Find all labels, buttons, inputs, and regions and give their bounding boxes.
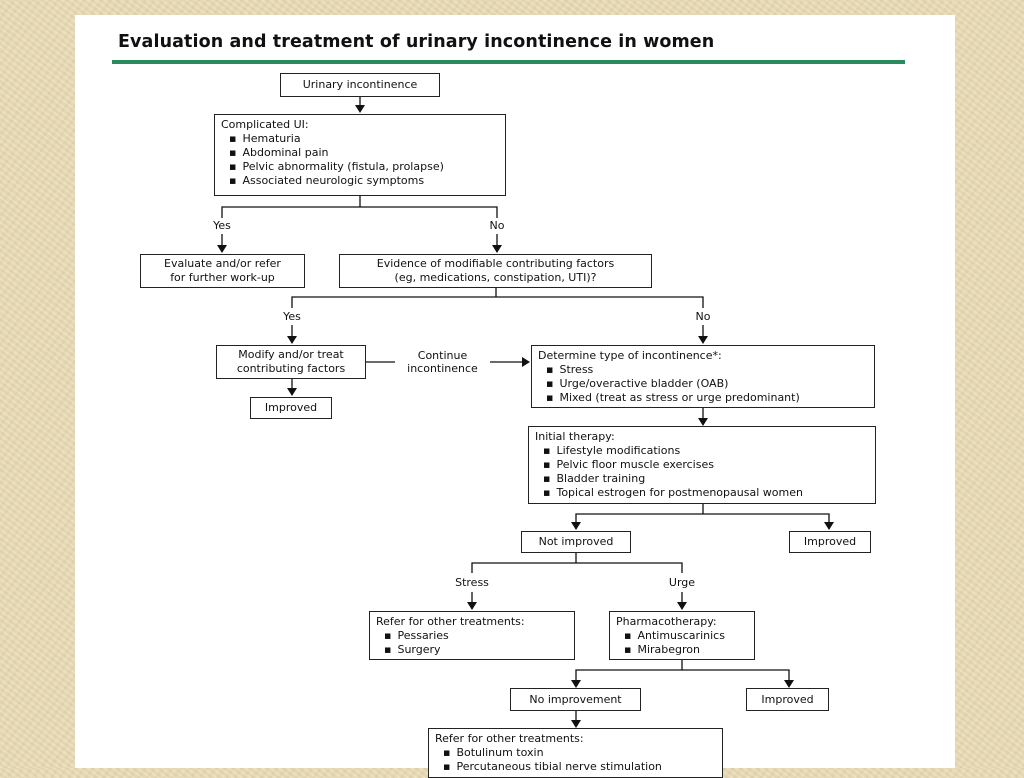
node-heading: Refer for other treatments: — [376, 615, 525, 628]
node-heading: Pharmacotherapy: — [616, 615, 717, 628]
node-text: Evidence of modifiable contributing fact… — [376, 257, 615, 270]
node-text: Improved — [761, 692, 814, 706]
list-item: Hematuria — [229, 132, 499, 146]
page-title: Evaluation and treatment of urinary inco… — [118, 32, 715, 52]
label-no: No — [489, 219, 505, 232]
node-text: (eg, medications, constipation, UTI)? — [394, 271, 597, 284]
connector-complicated — [221, 196, 498, 218]
list-item: Percutaneous tibial nerve stimulation — [443, 760, 716, 774]
node-no-improvement: No improvement — [510, 688, 641, 711]
connector-initial — [575, 504, 830, 529]
list-item: Mirabegron — [624, 643, 748, 657]
connector-notimproved — [471, 553, 683, 573]
node-text: Not improved — [538, 535, 614, 548]
label-text: incontinence — [407, 362, 478, 375]
label-yes: Yes — [283, 310, 301, 323]
node-improved: Improved — [746, 688, 829, 711]
label-urge: Urge — [668, 576, 696, 589]
node-not-improved: Not improved — [521, 531, 631, 553]
list-item: Surgery — [384, 643, 568, 657]
list-item: Mixed (treat as stress or urge predomina… — [546, 391, 868, 405]
node-urinary-incontinence: Urinary incontinence — [280, 73, 440, 97]
list-item: Lifestyle modifications — [543, 444, 869, 458]
label-stress: Stress — [455, 576, 489, 589]
node-text: Evaluate and/or refer — [164, 257, 281, 270]
list-item: Topical estrogen for postmenopausal wome… — [543, 486, 869, 500]
node-heading: Complicated UI: — [221, 118, 309, 131]
node-complicated-ui: Complicated UI: HematuriaAbdominal painP… — [214, 114, 506, 196]
node-improved: Improved — [789, 531, 871, 553]
node-refer-final: Refer for other treatments: Botulinum to… — [428, 728, 723, 778]
node-text: Modify and/or treat — [238, 348, 344, 361]
list-item: Botulinum toxin — [443, 746, 716, 760]
list-item: Associated neurologic symptoms — [229, 174, 499, 188]
list-item: Bladder training — [543, 472, 869, 486]
node-text: contributing factors — [236, 362, 346, 375]
node-heading: Initial therapy: — [535, 430, 615, 443]
node-refer-stress: Refer for other treatments: PessariesSur… — [369, 611, 575, 660]
node-determine-type: Determine type of incontinence*: StressU… — [531, 345, 875, 408]
node-heading: Refer for other treatments: — [435, 732, 584, 745]
node-text: No improvement — [529, 692, 622, 706]
list-item: Pelvic floor muscle exercises — [543, 458, 869, 472]
node-text: Improved — [264, 401, 318, 414]
node-pharmacotherapy: Pharmacotherapy: AntimuscarinicsMirabegr… — [609, 611, 755, 660]
label-yes: Yes — [213, 219, 231, 232]
label-text: Continue — [417, 349, 468, 362]
node-text: Urinary incontinence — [302, 78, 418, 91]
title-divider — [112, 60, 905, 64]
node-improved: Improved — [250, 397, 332, 419]
list-item: Stress — [546, 363, 868, 377]
list-item: Abdominal pain — [229, 146, 499, 160]
list-item: Pessaries — [384, 629, 568, 643]
node-heading: Determine type of incontinence*: — [538, 349, 722, 362]
list-item: Pelvic abnormality (fistula, prolapse) — [229, 160, 499, 174]
list-item: Urge/overactive bladder (OAB) — [546, 377, 868, 391]
list-item: Antimuscarinics — [624, 629, 748, 643]
node-text: for further work-up — [170, 271, 275, 284]
node-evidence-factors: Evidence of modifiable contributing fact… — [339, 254, 652, 288]
connector-pharmaco — [575, 660, 790, 686]
label-no: No — [695, 310, 711, 323]
node-initial-therapy: Initial therapy: Lifestyle modifications… — [528, 426, 876, 504]
connector-evidence — [291, 288, 704, 308]
node-text: Improved — [803, 535, 857, 548]
